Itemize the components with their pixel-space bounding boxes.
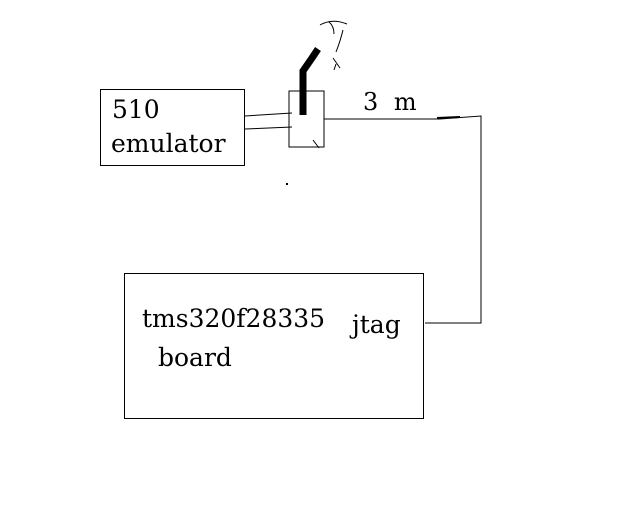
emulator-box xyxy=(100,89,245,166)
board-box xyxy=(124,273,424,419)
cable-length-label: 3 m xyxy=(363,88,421,116)
stray-dot xyxy=(286,183,288,185)
cable-kink xyxy=(436,116,461,119)
scribble-mark xyxy=(319,20,348,71)
jtag-port-label: jtag xyxy=(352,310,401,339)
emulator-name-label: emulator xyxy=(111,129,226,158)
connector-mark xyxy=(312,139,320,149)
emulator-model-label: 510 xyxy=(112,95,160,124)
pen-stroke xyxy=(299,47,321,115)
board-chip-label: tms320f28335 xyxy=(142,304,326,333)
board-name-label: board xyxy=(158,343,232,372)
emulator-cable-lower xyxy=(244,126,293,130)
emulator-cable-upper xyxy=(244,112,293,117)
jtag-cable xyxy=(324,115,482,324)
